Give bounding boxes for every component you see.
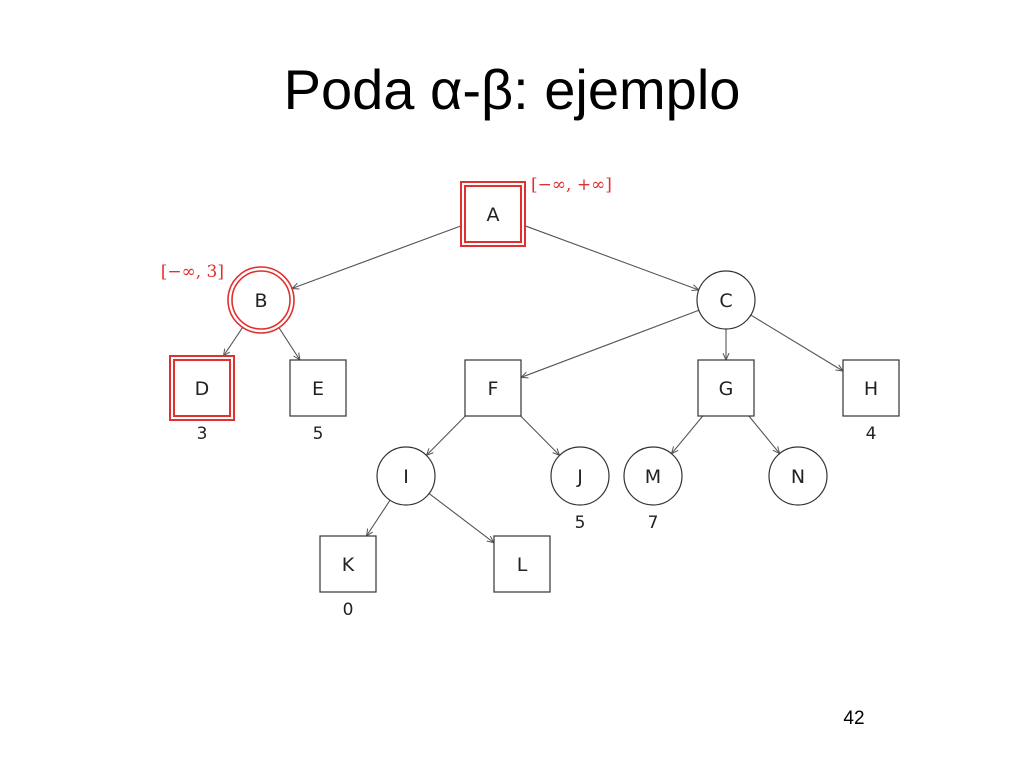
edge-c-f: [521, 309, 700, 377]
node-e-label: E: [312, 378, 324, 400]
node-j-shape: [550, 446, 610, 506]
edge-a-b: [292, 225, 462, 289]
page-number: 42: [843, 708, 865, 729]
edge-i-k: [366, 499, 391, 536]
node-n: N: [768, 446, 828, 506]
node-m-shape: [623, 446, 683, 506]
node-a-highlight-outer: [460, 181, 526, 247]
node-l-label: L: [517, 554, 528, 576]
node-j-label: J: [576, 466, 583, 488]
node-h-shape: [842, 359, 900, 417]
node-m-value: 7: [648, 513, 659, 533]
node-a: A [−∞, +∞]: [460, 175, 612, 247]
node-l-shape: [493, 535, 551, 593]
edge-c-h: [750, 314, 843, 371]
node-i-shape: [376, 446, 436, 506]
node-h-value: 4: [866, 424, 877, 444]
node-b-highlight-outer: [227, 266, 295, 334]
node-i: I: [376, 446, 436, 506]
edge-b-e: [278, 327, 300, 360]
tree-edges: [223, 225, 843, 543]
edge-b-d: [223, 327, 244, 356]
node-k-label: K: [342, 554, 355, 576]
node-d: D3: [169, 355, 235, 444]
node-g-shape: [697, 359, 755, 417]
edge-a-c: [524, 225, 699, 290]
node-k: K0: [319, 535, 377, 620]
node-m: M7: [623, 446, 683, 533]
node-e: E5: [289, 359, 347, 444]
node-j-value: 5: [575, 513, 586, 533]
node-g: G: [697, 359, 755, 417]
edge-i-l: [428, 493, 494, 543]
node-e-shape: [289, 359, 347, 417]
node-d-label: D: [195, 378, 210, 400]
edge-g-n: [748, 415, 780, 454]
node-a-label: A: [487, 204, 500, 226]
node-f-shape: [464, 359, 522, 417]
node-b-shape: [231, 270, 291, 330]
node-n-shape: [768, 446, 828, 506]
node-i-label: I: [403, 466, 409, 488]
node-b-label: B: [254, 290, 267, 312]
node-g-label: G: [719, 378, 734, 400]
node-b: B [−∞, 3]: [161, 262, 295, 334]
node-h: H4: [842, 359, 900, 444]
node-k-value: 0: [343, 600, 354, 620]
node-e-value: 5: [313, 424, 324, 444]
node-c-shape: [696, 270, 756, 330]
node-f: F: [464, 359, 522, 417]
slide-title: Poda α-β: ejemplo: [283, 58, 741, 121]
node-m-label: M: [645, 466, 661, 488]
node-a-alpha-beta-bound: [−∞, +∞]: [531, 175, 612, 195]
node-d-highlight-outer: [169, 355, 235, 421]
node-b-alpha-beta-bound: [−∞, 3]: [161, 262, 224, 282]
node-c: C: [696, 270, 756, 330]
node-d-shape: [173, 359, 231, 417]
edge-f-i: [426, 415, 466, 455]
node-h-label: H: [864, 378, 878, 400]
node-j: J5: [550, 446, 610, 533]
node-n-label: N: [791, 466, 805, 488]
node-a-shape: [464, 185, 522, 243]
edge-g-m: [672, 415, 704, 454]
node-f-label: F: [488, 378, 499, 400]
node-k-shape: [319, 535, 377, 593]
node-c-label: C: [719, 290, 732, 312]
node-d-value: 3: [197, 424, 208, 444]
node-l: L: [493, 535, 551, 593]
edge-f-j: [520, 415, 560, 455]
